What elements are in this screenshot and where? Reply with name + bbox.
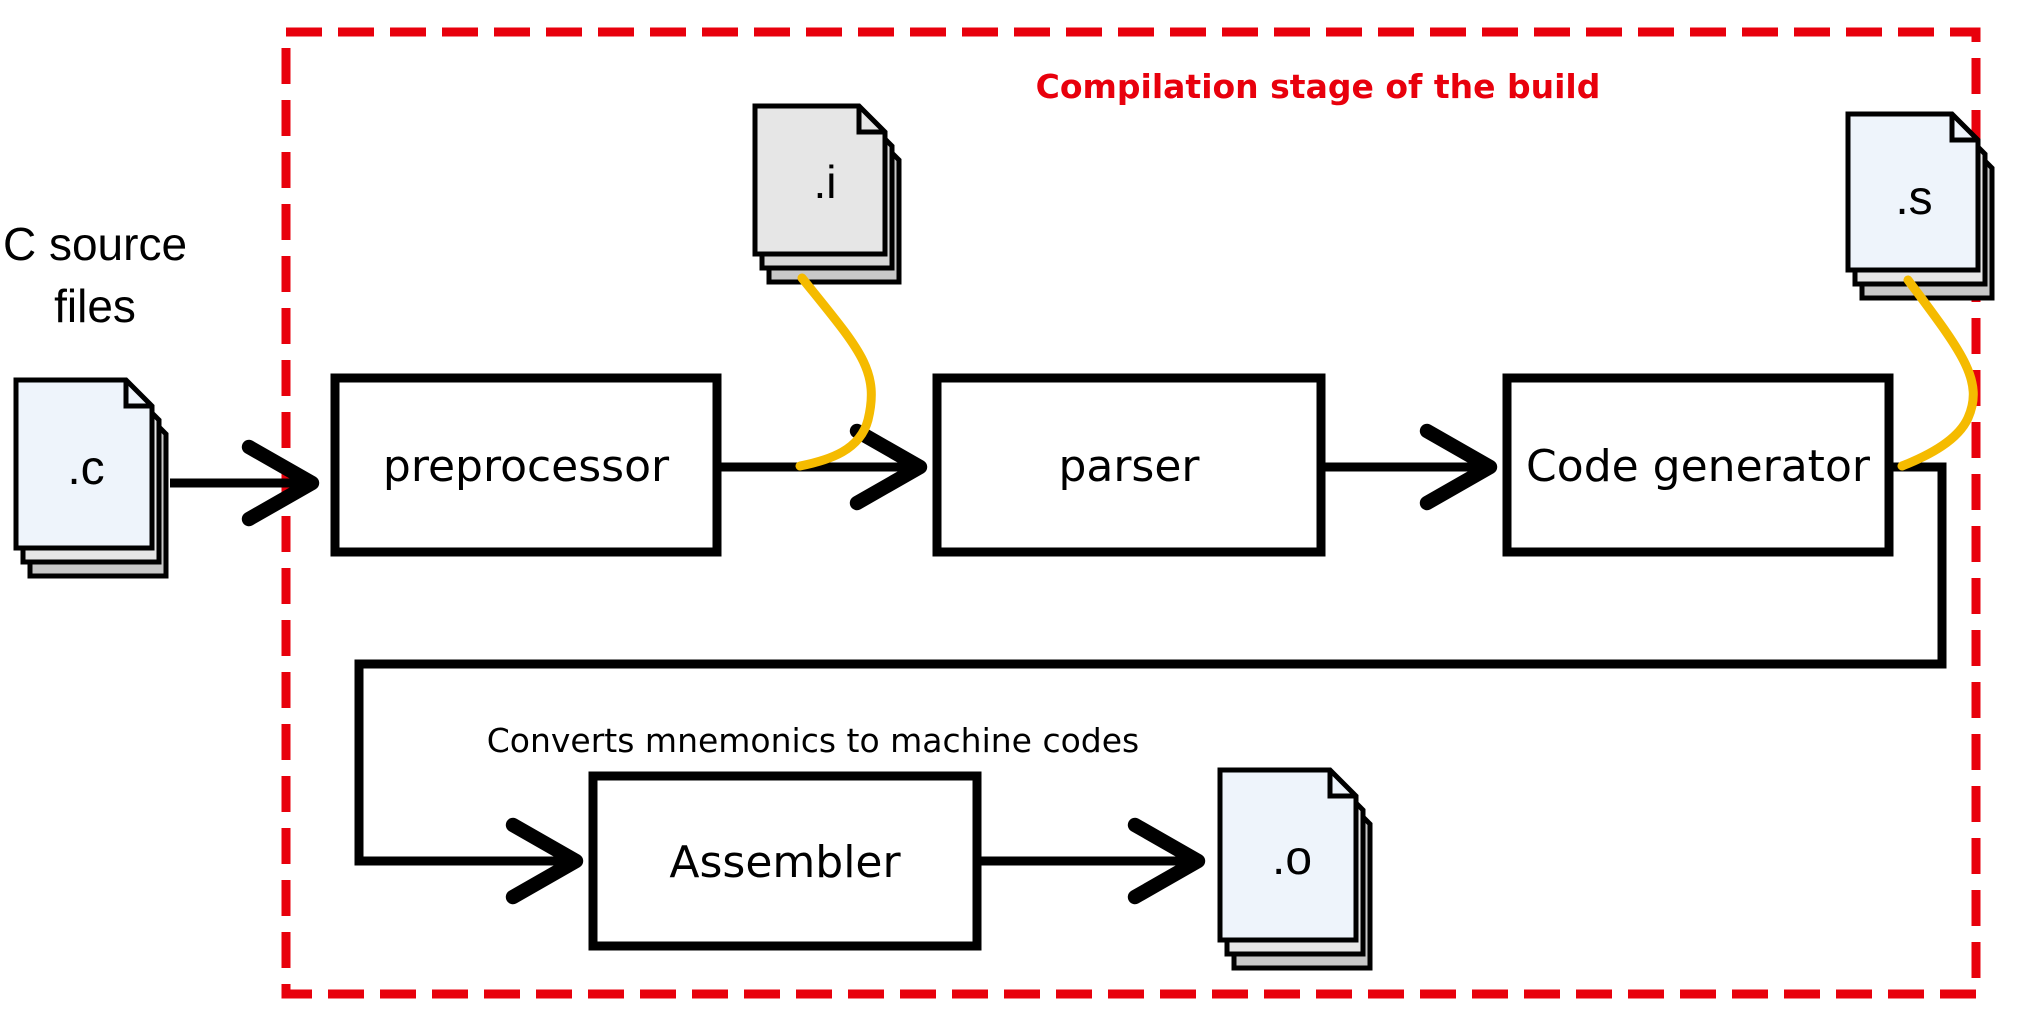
i-file-tap-line	[795, 273, 876, 471]
c-file-icon: .c	[13, 377, 169, 579]
assembler-label: Assembler	[669, 837, 901, 888]
preprocessor-label: preprocessor	[383, 441, 670, 492]
assembler-note: Converts mnemonics to machine codes	[487, 721, 1139, 760]
o-file-icon: .o	[1217, 767, 1373, 971]
s-file-label: .s	[1895, 172, 1932, 225]
i-file-label: .i	[814, 156, 837, 208]
s-file-tap-line	[1897, 275, 1978, 471]
preprocessor-box[interactable]	[330, 373, 722, 557]
s-file-icon: .s	[1845, 111, 1995, 301]
assembler-box[interactable]	[588, 771, 982, 951]
stage-title: Compilation stage of the build	[1036, 67, 1601, 106]
code-generator-label: Code generator	[1526, 441, 1871, 492]
source-files-label-line1: C source	[3, 218, 187, 270]
source-files-label-line2: files	[54, 280, 136, 332]
parser-box[interactable]	[932, 373, 1326, 557]
compilation-stage-boundary	[281, 27, 1981, 999]
i-file-icon: .i	[752, 103, 902, 285]
parser-label: parser	[1058, 441, 1200, 492]
code-generator-box[interactable]	[1502, 373, 1894, 557]
arrow-code-generator-to-assembler	[354, 462, 1947, 905]
o-file-label: .o	[1272, 832, 1312, 885]
c-file-label: .c	[67, 442, 104, 495]
